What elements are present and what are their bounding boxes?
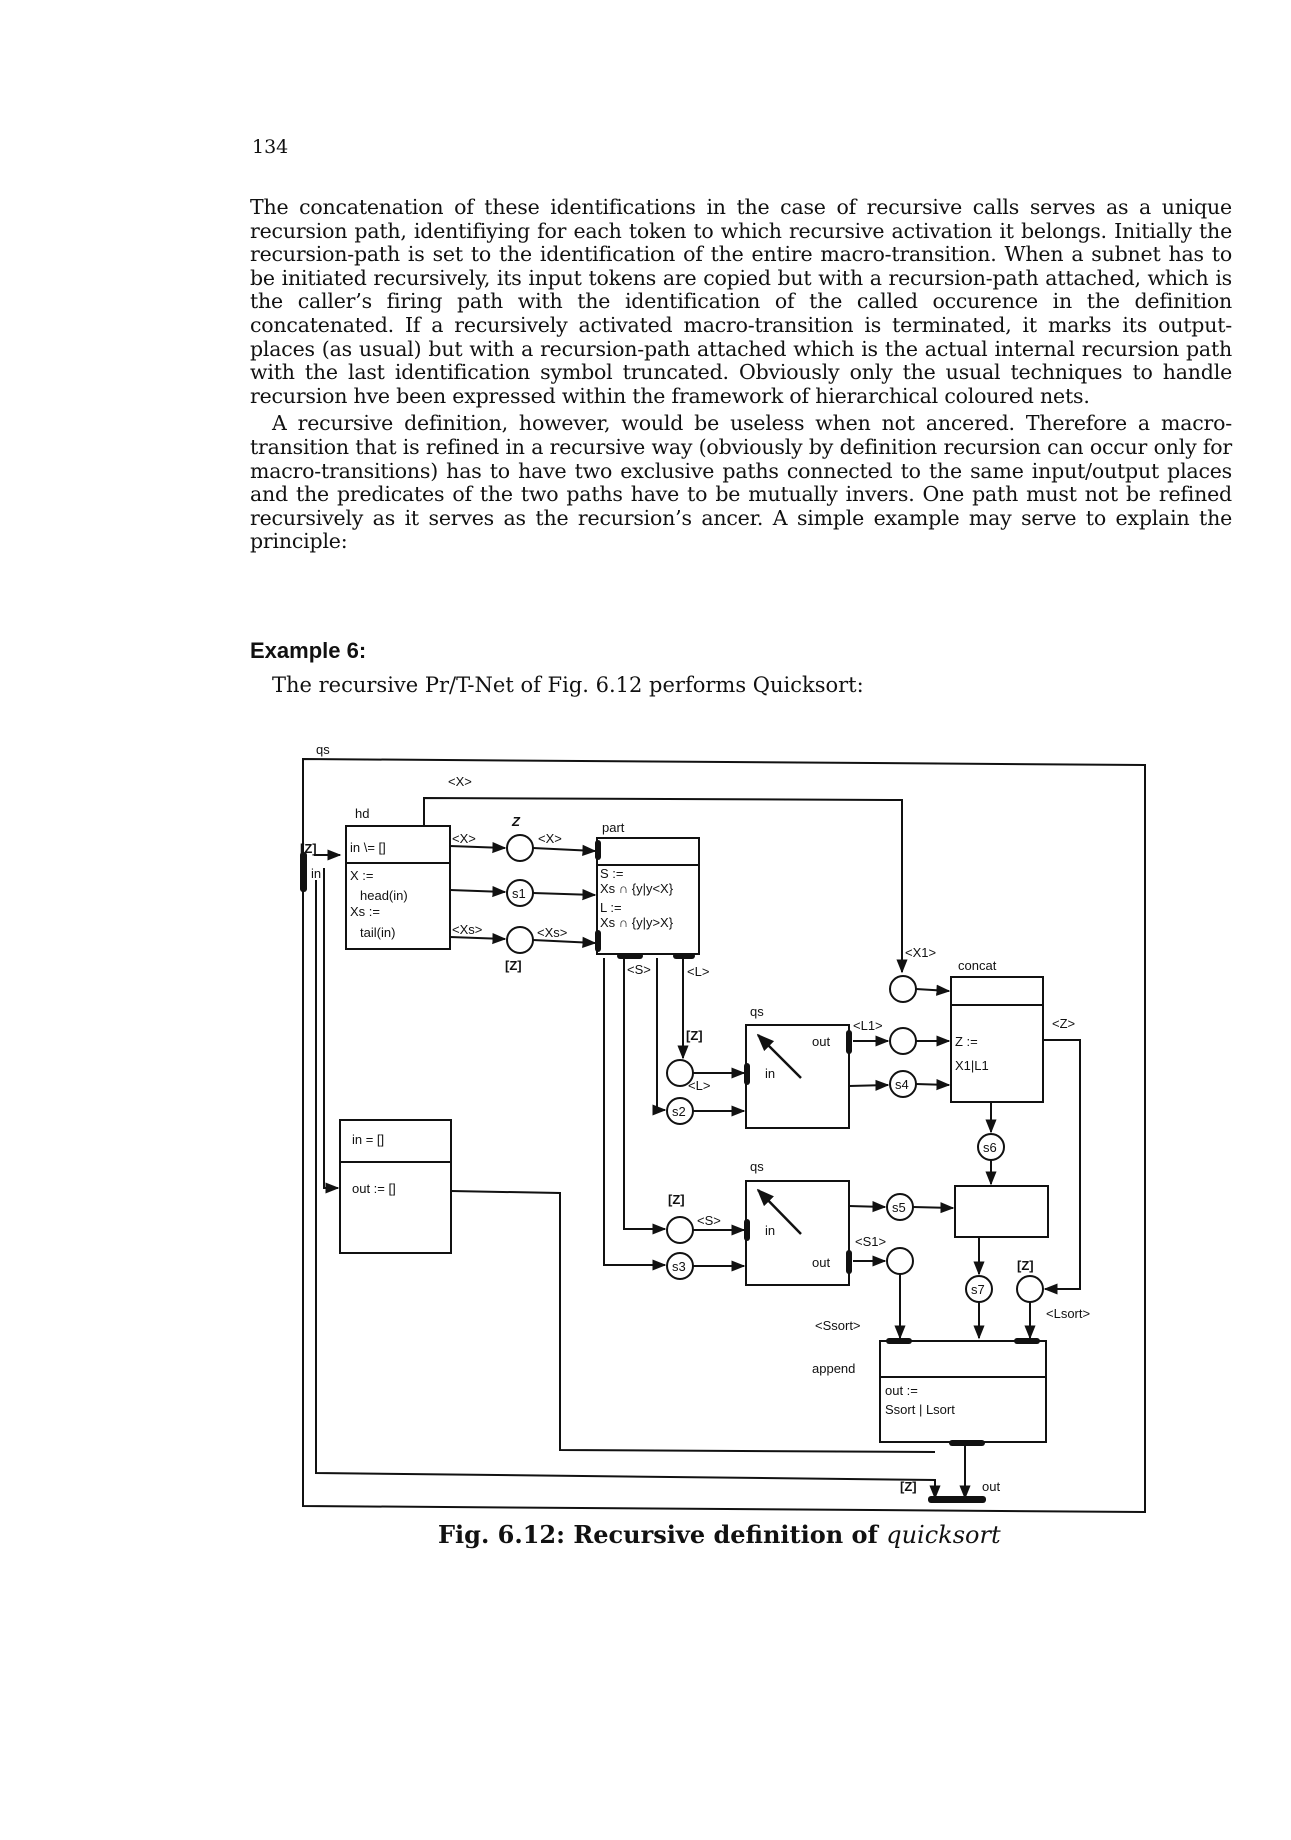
append-action: out := [885, 1383, 918, 1398]
place-s-in [666, 1216, 694, 1244]
z-marker: [Z] [900, 1479, 917, 1494]
hd-guard: in \= [] [350, 840, 386, 855]
hd-name: hd [355, 806, 369, 821]
concat-name: concat [958, 958, 997, 973]
part-name: part [602, 820, 625, 835]
place-label: s7 [971, 1282, 985, 1297]
concat-action: Z := [955, 1034, 978, 1049]
qs-recursion-arrow-icon [756, 1188, 802, 1235]
arc-label: <X1> [905, 945, 936, 960]
place-label: s4 [895, 1077, 909, 1092]
qs2-name: qs [750, 1159, 764, 1174]
z-marker: [Z] [1017, 1258, 1034, 1273]
place-x [506, 834, 534, 862]
qs2-in: in [765, 1223, 775, 1238]
arc-label: <S> [697, 1213, 721, 1228]
arc-label: <X> [448, 774, 472, 789]
arc-label: <X> [538, 831, 562, 846]
z-marker: [Z] [668, 1192, 685, 1207]
qs-recursion-arrow-icon [756, 1033, 802, 1079]
place-label: s2 [672, 1104, 686, 1119]
qs2-out: out [812, 1255, 830, 1270]
z-marker: Z [511, 814, 521, 829]
port-in-bar [300, 852, 307, 892]
caption-italic: quicksort [886, 1521, 1001, 1549]
base-transition [339, 1119, 452, 1254]
place-lsort [1016, 1275, 1044, 1303]
arc-label: <L1> [853, 1018, 883, 1033]
z-marker: [Z] [300, 841, 317, 856]
qs-instance-1 [745, 1024, 850, 1129]
part-action: Xs ∩ {y|y<X} [600, 881, 674, 896]
concat-action: X1|L1 [955, 1058, 989, 1073]
merge-transition [954, 1185, 1049, 1238]
append-action: Ssort | Lsort [885, 1402, 955, 1417]
arc-label: <Z> [1052, 1016, 1075, 1031]
qs1-name: qs [750, 1004, 764, 1019]
place-l1 [889, 1027, 917, 1055]
port-out-bar [928, 1496, 986, 1503]
qs1-out: out [812, 1034, 830, 1049]
place-xs [506, 926, 534, 954]
z-marker: [Z] [505, 958, 522, 973]
example-intro: The recursive Pr/T-Net of Fig. 6.12 perf… [272, 673, 864, 697]
caption-prefix: Fig. 6.12: Recursive definition of [438, 1520, 887, 1549]
z-marker: [Z] [686, 1028, 703, 1043]
outer-frame [302, 757, 1146, 1514]
place-s1-out [886, 1247, 914, 1275]
base-guard: in = [] [352, 1132, 384, 1147]
place-label: s5 [892, 1200, 906, 1215]
place-label: s3 [672, 1259, 686, 1274]
figure-caption: Fig. 6.12: Recursive definition of quick… [438, 1520, 1001, 1549]
place-label: s1 [512, 886, 526, 901]
base-action: out := [] [352, 1181, 396, 1196]
hd-action: X := [350, 868, 374, 883]
arc-label: <L> [688, 1078, 710, 1093]
part-transition [596, 837, 700, 955]
port-in-label: in [311, 866, 321, 881]
qs1-in: in [765, 1066, 775, 1081]
arc-label: <Xs> [452, 922, 482, 937]
place-label: s6 [983, 1140, 997, 1155]
part-action: S := [600, 866, 624, 881]
arc-label: <S> [627, 962, 651, 977]
hd-action: Xs := [350, 904, 380, 919]
hd-action: head(in) [360, 888, 408, 903]
arc-label: <X> [452, 831, 476, 846]
hd-transition [345, 825, 451, 950]
arc-label: <Ssort> [815, 1318, 861, 1333]
part-action: L := [600, 900, 622, 915]
hd-action: tail(in) [360, 925, 395, 940]
arc-label: <Xs> [537, 925, 567, 940]
port-out-label: out [982, 1479, 1000, 1494]
arc-label: <S1> [855, 1234, 886, 1249]
place-x1 [889, 975, 917, 1003]
qs-instance-2 [745, 1180, 850, 1286]
example-heading: Example 6: [250, 638, 367, 663]
arc-label: <Lsort> [1046, 1306, 1090, 1321]
page-number: 134 [252, 136, 289, 158]
part-action: Xs ∩ {y|y>X} [600, 915, 674, 930]
body-text: The concatenation of these identificatio… [250, 195, 1232, 554]
outer-label: qs [316, 742, 330, 757]
paragraph: The concatenation of these identificatio… [250, 195, 1232, 408]
append-name: append [812, 1361, 855, 1376]
arc-label: <L> [687, 964, 709, 979]
paragraph: A recursive definition, however, would b… [250, 411, 1232, 554]
